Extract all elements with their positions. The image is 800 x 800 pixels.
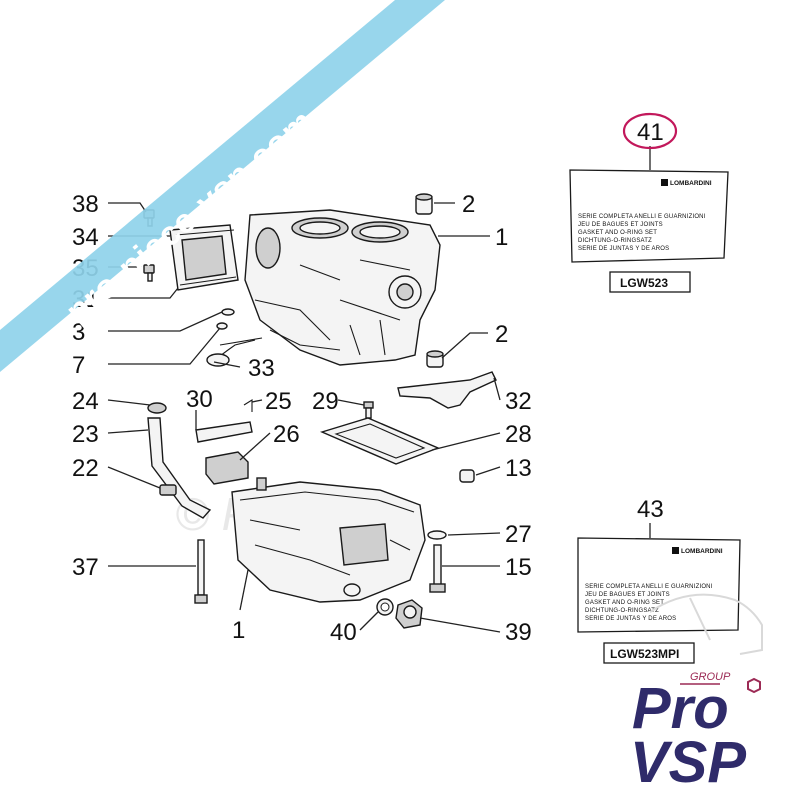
screw-25 bbox=[243, 399, 253, 412]
bracket-32 bbox=[397, 371, 497, 409]
callout-24: 24 bbox=[72, 388, 99, 415]
callout-25: 25 bbox=[265, 388, 292, 415]
cover-26 bbox=[205, 451, 249, 485]
callout-40: 40 bbox=[330, 619, 357, 646]
kit-43-line-5: SERIE DE JUNTAS Y DE AROS bbox=[585, 616, 676, 622]
brand-mark-icon bbox=[661, 179, 668, 186]
kit-41-line-5: SERIE DE JUNTAS Y DE AROS bbox=[578, 246, 669, 252]
kit-43-line-3: GASKET AND O-RING SET bbox=[585, 600, 664, 606]
callout-1-sump: 1 bbox=[232, 617, 245, 644]
kit-41-line-3: GASKET AND O-RING SET bbox=[578, 230, 657, 236]
kit-41-line-4: DICHTUNG-O-RINGSATZ bbox=[578, 238, 652, 244]
o-ring-3 bbox=[221, 308, 235, 316]
kit-43: LOMBARDINI SERIE COMPLETA ANELLI E GUARN… bbox=[577, 537, 741, 664]
callout-15: 15 bbox=[505, 554, 532, 581]
gasket-28 bbox=[319, 417, 440, 465]
callout-1-block: 1 bbox=[495, 224, 508, 251]
kit-43-line-4: DICHTUNG-O-RINGSATZ bbox=[585, 608, 659, 614]
screw-29 bbox=[363, 401, 374, 419]
callout-41: 41 bbox=[637, 119, 664, 146]
kit-41-brand: LOMBARDINI bbox=[670, 180, 712, 187]
bolt-35 bbox=[143, 264, 155, 282]
engine-block bbox=[244, 209, 441, 366]
callout-38: 38 bbox=[72, 191, 99, 218]
callout-33: 33 bbox=[248, 355, 275, 382]
intake-flange-assembly bbox=[169, 224, 239, 291]
callout-30: 30 bbox=[186, 386, 213, 413]
callout-27: 27 bbox=[505, 521, 532, 548]
kit-43-card bbox=[577, 537, 741, 633]
callout-29: 29 bbox=[312, 388, 339, 415]
callout-26: 26 bbox=[273, 421, 300, 448]
logo-pro-text: Pro bbox=[632, 676, 729, 741]
callout-3: 3 bbox=[72, 319, 85, 346]
kit-43-brand: LOMBARDINI bbox=[681, 548, 723, 555]
bolt-15 bbox=[429, 544, 446, 593]
dipstick-assembly bbox=[147, 402, 212, 519]
callout-37: 37 bbox=[72, 554, 99, 581]
kit-41-code-box bbox=[609, 271, 691, 293]
logo-group-text: GROUP bbox=[690, 671, 731, 683]
callout-39: 39 bbox=[505, 619, 532, 646]
callout-7: 7 bbox=[72, 352, 85, 379]
washer-27 bbox=[427, 530, 447, 540]
bracket-30 bbox=[195, 421, 253, 443]
bushing-2-top bbox=[415, 193, 433, 215]
o-ring-7 bbox=[216, 322, 228, 330]
kit-41-code: LGW523 bbox=[620, 276, 668, 290]
kit-41-card bbox=[569, 169, 729, 263]
hexagon-icon bbox=[747, 677, 761, 694]
callout-2-bottom: 2 bbox=[495, 321, 508, 348]
o-ring-40 bbox=[376, 598, 394, 616]
callout-43: 43 bbox=[637, 496, 664, 523]
callout-22: 22 bbox=[72, 455, 99, 482]
plug-13 bbox=[459, 469, 475, 483]
callout-2-top: 2 bbox=[462, 191, 475, 218]
callout-28: 28 bbox=[505, 421, 532, 448]
callout-13: 13 bbox=[505, 455, 532, 482]
kit-43-code: LGW523MPI bbox=[610, 647, 679, 661]
kit-41: 41 LOMBARDINI SERIE COMPLETA ANELLI E GU… bbox=[569, 112, 729, 293]
kit-43-code-box bbox=[603, 642, 695, 664]
leader-lines bbox=[107, 146, 651, 633]
oil-sump bbox=[231, 477, 426, 603]
kit-43-line-2: JEU DE BAGUES ET JOINTS bbox=[585, 592, 670, 598]
callout-numbers: 38 34 35 31 3 7 33 2 1 2 24 30 25 29 32 … bbox=[72, 191, 664, 646]
kit-43-line-1: SERIE COMPLETA ANELLI E GUARNIZIONI bbox=[585, 584, 713, 590]
kit-41-line-2: JEU DE BAGUES ET JOINTS bbox=[578, 222, 663, 228]
callout-32: 32 bbox=[505, 388, 532, 415]
callout-23: 23 bbox=[72, 421, 99, 448]
drain-plug-39 bbox=[395, 599, 423, 629]
site-banner-band bbox=[0, 0, 445, 372]
bushing-2-bottom bbox=[426, 350, 444, 368]
brand-mark-icon bbox=[672, 547, 679, 554]
oil-pipe-33 bbox=[206, 337, 263, 367]
bolt-37 bbox=[194, 539, 208, 604]
provsp-logo: GROUP Pro VSP bbox=[630, 593, 763, 795]
car-outline-icon bbox=[649, 593, 763, 655]
kit-41-line-1: SERIE COMPLETA ANELLI E GUARNIZIONI bbox=[578, 214, 706, 220]
logo-vsp-text: VSP bbox=[630, 730, 746, 795]
callout-41-highlight bbox=[622, 112, 678, 150]
callout-34: 34 bbox=[72, 224, 99, 251]
